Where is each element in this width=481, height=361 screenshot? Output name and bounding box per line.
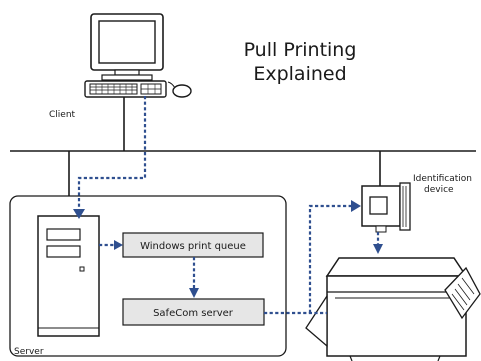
id-device-label-2: device [424, 185, 454, 195]
flow-safecom-to-reader [308, 204, 352, 313]
printer-icon [305, 257, 481, 361]
printer-output-paper-icon [444, 266, 481, 320]
card-reader-icon [361, 182, 411, 233]
mouse-icon [167, 81, 192, 98]
flow-client-to-server [77, 96, 147, 211]
arrow-into-printer [373, 244, 383, 254]
client-computer [84, 13, 192, 98]
safecom-server-box: SafeCom server [122, 298, 265, 326]
arrow-into-safecom [189, 288, 199, 298]
computer-monitor-icon [90, 13, 164, 81]
client-label: Client [49, 110, 76, 120]
arrow-into-reader [351, 200, 361, 212]
server-label: Server [14, 347, 44, 357]
arrow-into-queue [114, 240, 123, 250]
print-job-flow [73, 96, 383, 315]
keyboard-icon [84, 80, 167, 98]
id-device-label-1: Identification [413, 174, 472, 184]
safecom-server-label: SafeCom server [153, 308, 234, 319]
server-tower-icon [37, 215, 100, 337]
title-line-1: Pull Printing [244, 39, 357, 61]
print-queue-box: Windows print queue [122, 232, 264, 258]
arrow-into-server [73, 209, 85, 219]
title-line-2: Explained [253, 63, 346, 85]
print-queue-label: Windows print queue [140, 241, 246, 252]
